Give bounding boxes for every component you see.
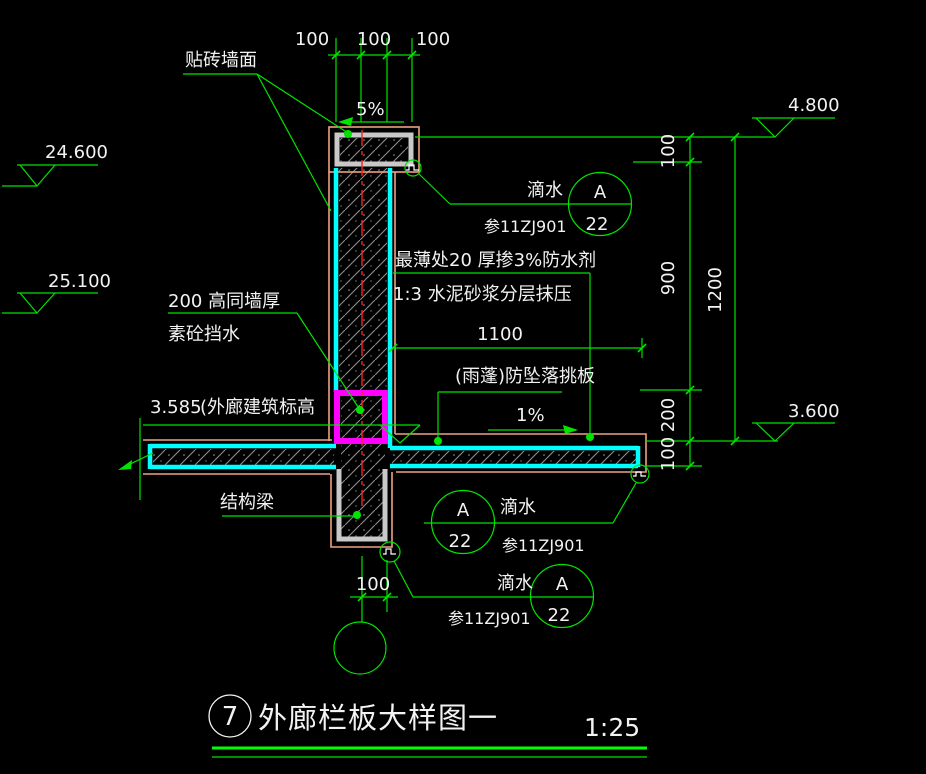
corridor-elevation: 3.585 (外廊建筑标高 xyxy=(118,397,421,500)
grid-bubble-empty xyxy=(333,621,387,675)
elevation-left-lower: 25.100 xyxy=(2,271,111,314)
tile-wall-note: 贴砖墙面 xyxy=(183,50,352,212)
slab-slope-arrow xyxy=(563,425,578,434)
mortar-label: 1:3 水泥砂浆分层抹压 xyxy=(393,284,572,305)
top-dimensions: 100 100 100 5% xyxy=(295,29,450,126)
detail-bubble xyxy=(529,563,595,629)
beam-label: 结构梁 xyxy=(220,492,274,513)
finish-lines xyxy=(143,126,647,548)
concrete-curb xyxy=(334,390,388,444)
coping-slope-label: 5% xyxy=(356,99,385,120)
detail-bubble xyxy=(567,171,633,237)
waterproof-label: 最薄处20 厚掺3%防水剂 xyxy=(395,250,596,271)
dim-right-100b: 100 xyxy=(658,437,679,471)
right-slab-hatch xyxy=(392,451,636,464)
detail-sheet: 22 xyxy=(449,531,472,552)
canopy-label: (雨蓬)防坠落挑板 xyxy=(455,366,595,387)
drip-label: 滴水 xyxy=(497,573,533,594)
title-block: 7 外廊栏板大样图一 1:25 xyxy=(208,694,647,758)
leader-dot xyxy=(353,511,361,519)
drawing-scale: 1:25 xyxy=(584,713,640,742)
detail-letter: A xyxy=(594,182,607,203)
beam-hatch xyxy=(341,444,385,538)
right-dimension-chain: 100 900 200 100 1200 xyxy=(415,132,778,471)
dim-right-900: 900 xyxy=(658,261,679,295)
drip-callout-middle: A 22 滴水 参11ZJ901 xyxy=(424,464,650,555)
drip-callout-top: 滴水 参11ZJ901 A 22 xyxy=(404,159,633,237)
coping-hatch xyxy=(340,138,408,162)
drip-ref: 参11ZJ901 xyxy=(448,609,531,628)
elevation-value: 25.100 xyxy=(48,271,111,292)
leader-dot xyxy=(434,437,442,445)
structure-outlines xyxy=(334,132,414,542)
elevation-note: (外廊建筑标高 xyxy=(200,397,315,418)
drip-groove-circle xyxy=(404,159,422,177)
elevation-value: 24.600 xyxy=(45,142,108,163)
drip-groove-circle xyxy=(379,541,401,563)
curb-label-2: 素砼挡水 xyxy=(168,324,240,345)
canopy-note: (雨蓬)防坠落挑板 1% xyxy=(434,366,595,445)
detail-letter: A xyxy=(457,500,470,521)
dim-beam-100: 100 xyxy=(356,574,390,595)
dim-1100: 1100 xyxy=(477,324,523,345)
elevation-value: 3.600 xyxy=(788,401,840,422)
elevation-value: 3.585 xyxy=(150,397,202,418)
dim-top-1: 100 xyxy=(295,29,329,50)
dim-top-3: 100 xyxy=(416,29,450,50)
leader-dot xyxy=(344,130,352,138)
detail-sheet: 22 xyxy=(548,605,571,626)
drip-label: 滴水 xyxy=(500,497,536,518)
drip-groove-glyph xyxy=(633,471,646,477)
detail-sheet: 22 xyxy=(586,214,609,235)
coping-finish-outline xyxy=(328,126,420,173)
drip-ref: 参11ZJ901 xyxy=(484,217,567,236)
left-slab-hatch xyxy=(153,449,334,465)
detail-number-circle xyxy=(208,694,252,738)
elevation-right-upper: 4.800 xyxy=(752,95,840,138)
elevation-left-upper: 24.600 xyxy=(2,142,108,187)
detail-bubble xyxy=(430,489,496,555)
curb-note: 200 高同墙厚 素砼挡水 xyxy=(168,291,364,414)
drip-label: 滴水 xyxy=(527,180,563,201)
coping-slope-arrow xyxy=(338,117,353,126)
drawing-title: 外廊栏板大样图一 xyxy=(258,701,498,735)
concrete-hatch xyxy=(153,138,636,538)
leader-dot xyxy=(356,406,364,414)
drip-groove-circle xyxy=(630,464,650,484)
dim-right-1200: 1200 xyxy=(705,267,726,313)
tile-wall-label: 贴砖墙面 xyxy=(185,50,257,71)
curb-label-1: 200 高同墙厚 xyxy=(168,291,280,312)
dim-right-200: 200 xyxy=(658,398,679,432)
elevation-value: 4.800 xyxy=(788,95,840,116)
waterproofing-note: 最薄处20 厚掺3%防水剂 1:3 水泥砂浆分层抹压 1100 xyxy=(388,250,647,441)
break-arrow xyxy=(118,460,132,470)
wall-hatch xyxy=(339,168,387,392)
dim-top-2: 100 xyxy=(357,29,391,50)
slab-slope-label: 1% xyxy=(516,405,545,426)
cyan-faces xyxy=(147,168,641,470)
coping-outline xyxy=(334,132,414,167)
beam-note: 结构梁 xyxy=(220,492,361,519)
drip-groove-glyph xyxy=(406,164,419,171)
canopy-slab-finish xyxy=(395,433,647,473)
detail-letter: A xyxy=(556,574,569,595)
detail-number: 7 xyxy=(222,702,239,732)
drip-callout-bottom: A 22 滴水 参11ZJ901 xyxy=(379,541,595,629)
drip-groove-glyph xyxy=(383,548,396,555)
drip-ref: 参11ZJ901 xyxy=(502,536,585,555)
beam-outline xyxy=(336,469,388,542)
beam-finish xyxy=(330,472,393,548)
beam-dimension: 100 xyxy=(333,556,398,675)
elevation-right-lower: 3.600 xyxy=(752,401,840,442)
dim-right-100a: 100 xyxy=(658,134,679,168)
leader-dot xyxy=(586,433,594,441)
